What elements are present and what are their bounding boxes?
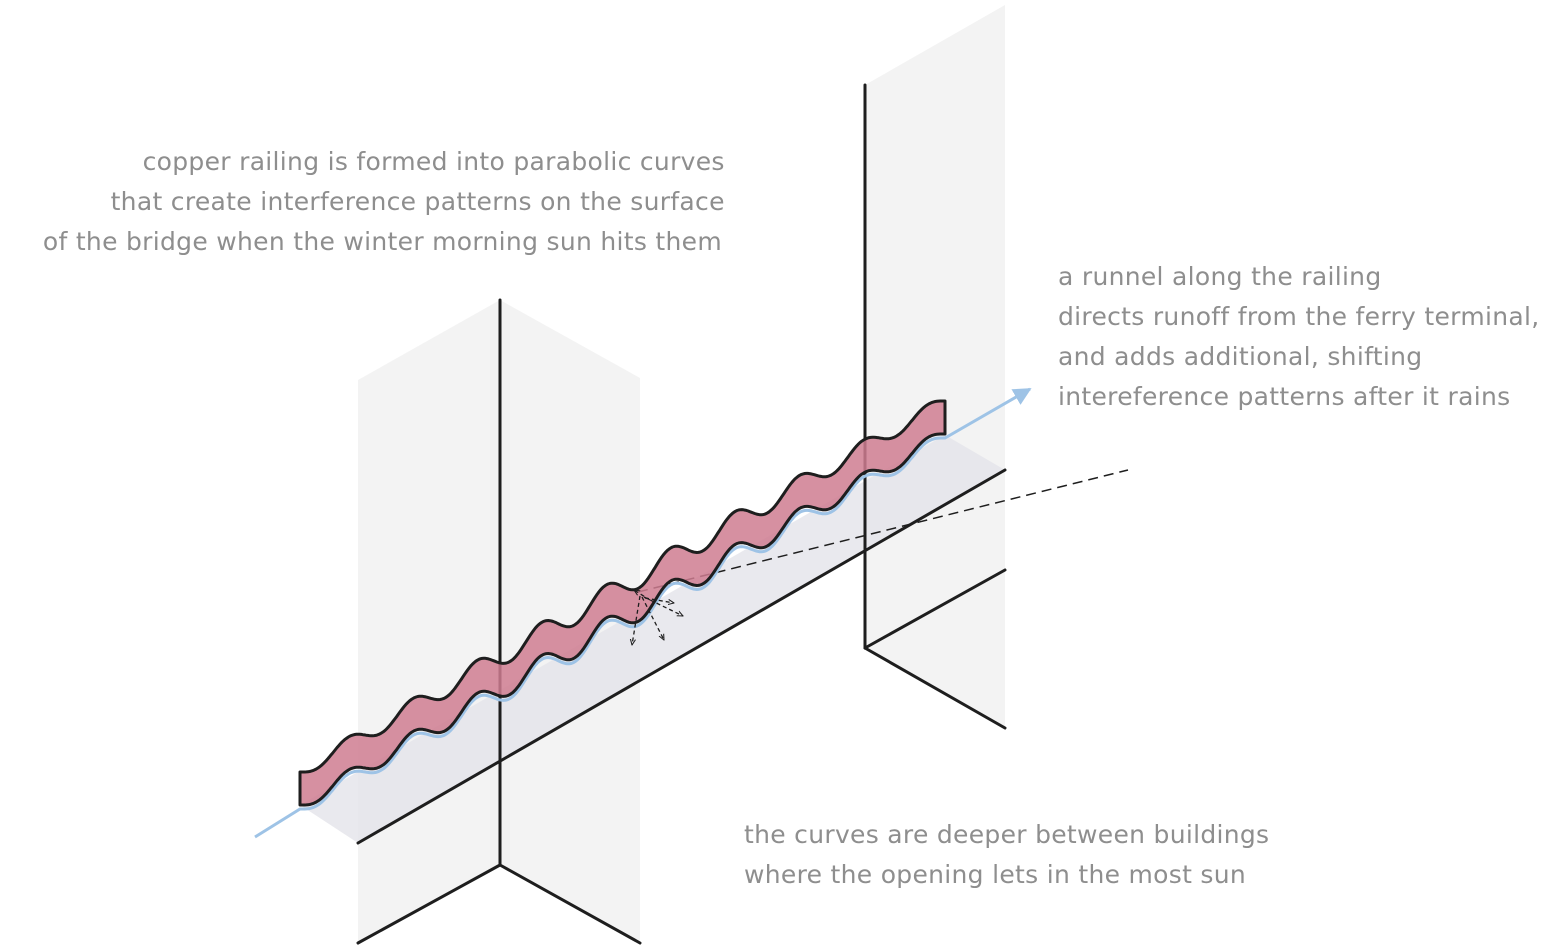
- left-building-base-right: [498, 863, 642, 945]
- reflect-arrow-1: [632, 595, 641, 645]
- bridge-deck-surface: [300, 435, 1005, 843]
- reflect-arrow-2: [641, 596, 664, 640]
- right-building-wall: [865, 5, 1005, 728]
- reflection-arrows: [632, 590, 683, 645]
- runnel-note: a runnel along the railing directs runof…: [1058, 262, 1548, 411]
- left-building-wall-left: [358, 300, 500, 943]
- reflect-arrow-4: [644, 597, 674, 603]
- curves-note: the curves are deeper between buildings …: [744, 820, 1278, 889]
- left-building-base-left: [356, 863, 502, 945]
- copper-railing: [298, 399, 947, 807]
- runnel-line: [254, 387, 1032, 839]
- railing-note: copper railing is formed into parabolic …: [43, 147, 733, 256]
- sun-ray-line: [637, 469, 1129, 593]
- reflect-arrow-5: [634, 590, 651, 601]
- right-building-base-back: [863, 568, 1007, 650]
- right-building-base-front: [863, 646, 1007, 730]
- left-building-wall-right: [500, 300, 640, 943]
- reflect-arrow-3: [643, 596, 683, 617]
- bridge-deck-edge: [356, 468, 1007, 845]
